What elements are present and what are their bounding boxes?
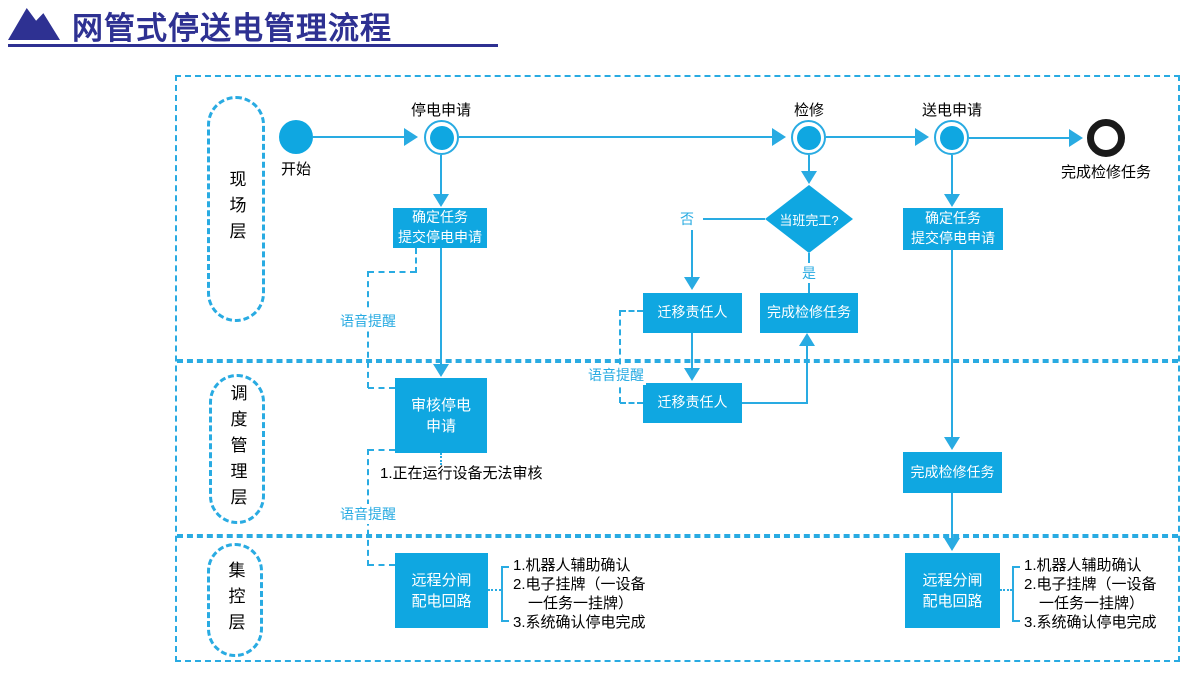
flow-line-overhaul-to-send [826,136,916,138]
send-request-event-node [934,120,969,155]
arrow-into-decision [801,171,817,184]
dashed-voice3-line [619,310,621,403]
stop-request-event-node [424,120,459,155]
send-request-event-label: 送电申请 [921,102,982,119]
dotted-review-note [440,453,442,465]
line-confirm-to-complete [951,250,953,438]
arrow-into-transfer-field [684,277,700,290]
task-complete-dispatch: 完成检修任务 [903,452,1002,493]
lane-field: 现场层 [207,96,265,322]
lane-control-label: 集控层 [225,561,245,639]
line-confirm-to-review [440,248,442,365]
line-decision-no-v [691,230,693,278]
dashed-into-review [368,387,395,389]
task-review: 审核停电 申请 [395,378,487,453]
dashed-transfer-bottom [620,402,643,404]
voice-reminder-label-2: 语音提醒 [338,504,398,524]
task-complete-field: 完成检修任务 [760,293,858,333]
task-confirm-left: 确定任务 提交停电申请 [393,208,487,248]
overhaul-event-inner [796,125,821,150]
bracket-left [501,566,509,622]
flow-line-send-to-end [969,137,1069,139]
stop-request-event-inner [429,125,454,150]
review-note-text: 1.正在运行设备无法审核 [380,465,543,482]
page-title: 网管式停送电管理流程 [72,11,392,46]
send-request-event-inner [939,125,964,150]
line-overhaul-to-decision [808,155,810,172]
arrow-into-confirm-right [944,194,960,207]
arrow-into-review [433,364,449,377]
dotted-remote-right-bracket [1000,589,1012,591]
lane-dispatch-label: 调度管理层 [227,384,247,514]
dashed-review-out [368,449,395,451]
lane-field-label: 现场层 [226,170,246,248]
line-send-to-confirm [951,155,953,195]
lane-control: 集控层 [207,543,263,657]
start-event-node [279,120,313,154]
lane-divider-2 [177,534,1178,538]
line-decision-no-h [703,218,765,220]
checklist-left: 1.机器人辅助确认 2.电子挂牌（一设备 一任务一挂牌） 3.系统确认停电完成 [513,557,646,631]
arrow-into-overhaul [772,128,786,146]
diagram-frame [175,75,1180,662]
task-remote-left: 远程分闸 配电回路 [395,553,488,628]
line-transfer-to-transfer [691,333,693,369]
arrow-into-confirm-left [433,194,449,207]
start-event-label: 开始 [280,161,311,178]
voice-reminder-label-3: 语音提醒 [586,365,646,385]
task-transfer-field: 迁移责任人 [643,293,742,333]
decision-no-label: 否 [678,209,696,229]
arrow-into-complete-dispatch [944,437,960,450]
flow-line-start-to-stop [313,136,404,138]
lane-divider-1 [177,359,1178,363]
arrow-into-stop-request [404,128,418,146]
dotted-remote-left-bracket [488,589,501,591]
checklist-right: 1.机器人辅助确认 2.电子挂牌（一设备 一任务一挂牌） 3.系统确认停电完成 [1024,557,1157,631]
overhaul-event-label: 检修 [793,102,824,119]
title-underline [8,44,498,47]
arrow-into-remote-right [944,538,960,551]
task-remote-right: 远程分闸 配电回路 [905,553,1000,628]
flow-line-stop-to-overhaul [459,136,772,138]
task-confirm-right: 确定任务 提交停电申请 [903,208,1003,250]
end-event-label: 完成检修任务 [1060,164,1151,181]
decision-yes-label: 是 [800,263,818,283]
lane-dispatch: 调度管理层 [209,374,265,524]
dashed-transfer-top [620,310,643,312]
voice-reminder-label-1: 语音提醒 [338,311,398,331]
dashed-confirm-down [415,248,417,273]
line-complete-to-remote [951,493,953,539]
line-loop-v [806,344,808,404]
arrow-into-complete-field [799,333,815,346]
arrow-into-send-request [915,128,929,146]
arrow-into-transfer-dispatch [684,368,700,381]
stop-request-event-label: 停电申请 [410,102,471,119]
line-stop-to-confirm [440,155,442,195]
dashed-into-remote-left [368,564,395,566]
bracket-right [1012,566,1020,622]
line-loop-h [742,402,808,404]
overhaul-event-node [791,120,826,155]
arrow-into-end [1069,129,1083,147]
dashed-confirm-elbow [368,271,416,273]
task-transfer-dispatch: 迁移责任人 [643,383,742,423]
title-mountain-icon [8,8,60,40]
end-event-node [1087,119,1125,157]
